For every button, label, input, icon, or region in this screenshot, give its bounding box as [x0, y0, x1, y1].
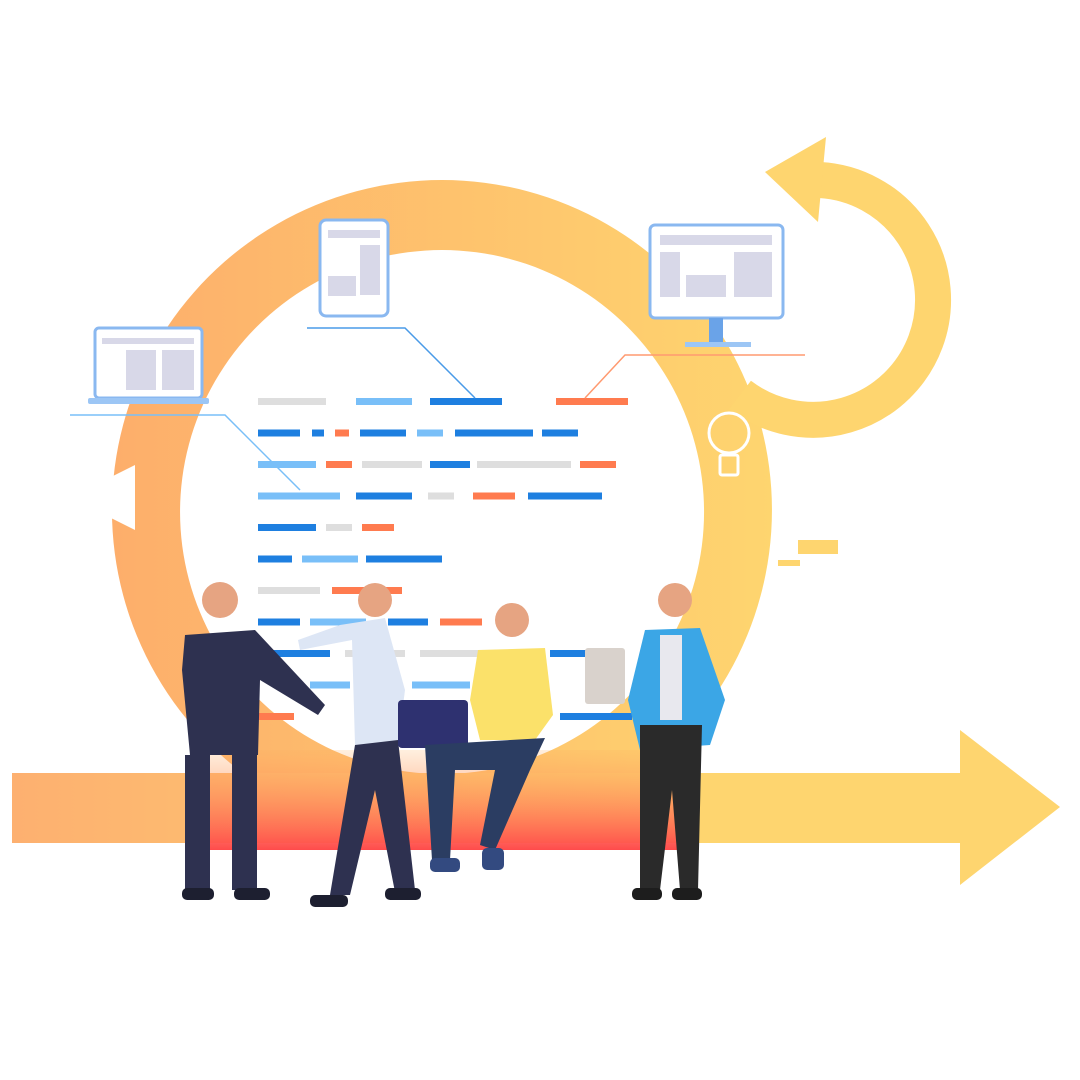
ring-arrowhead	[95, 465, 135, 530]
code-line-segment	[270, 650, 330, 657]
code-line-segment	[580, 461, 616, 468]
code-line-segment	[326, 461, 352, 468]
code-line-segment	[310, 618, 366, 626]
code-line-segment	[326, 524, 352, 531]
person-yellow-sweater	[398, 603, 553, 872]
monitor-icon	[648, 223, 785, 347]
code-line-segment	[258, 461, 316, 468]
code-line-segment	[362, 461, 422, 468]
code-line-segment	[258, 492, 340, 500]
code-line-segment	[388, 618, 428, 626]
laptop	[398, 700, 468, 748]
connector-lines	[70, 327, 805, 491]
code-line-segment	[430, 461, 470, 468]
code-line-segment	[258, 587, 320, 594]
person-navy-suit	[182, 582, 325, 900]
tablet-icon	[318, 218, 390, 318]
code-line-segment	[528, 492, 602, 500]
code-line-segment	[556, 398, 628, 405]
person-white-shirt	[298, 583, 421, 907]
person-blue-blazer	[585, 583, 725, 900]
code-line-segment	[440, 618, 482, 626]
code-line-segment	[258, 429, 300, 437]
code-line-segment	[362, 524, 394, 531]
code-lines	[258, 398, 632, 720]
code-line-segment	[360, 429, 406, 437]
lightbulb-icon	[707, 411, 751, 477]
code-line-segment	[455, 429, 533, 437]
code-line-segment	[430, 398, 502, 405]
code-line-segment	[560, 713, 632, 720]
code-line-segment	[366, 555, 442, 563]
loop-arrow-icon	[729, 137, 952, 438]
code-line-segment	[417, 429, 443, 437]
code-line-segment	[412, 681, 470, 689]
code-line-segment	[258, 398, 326, 405]
code-line-segment	[335, 429, 349, 437]
code-line-segment	[356, 398, 412, 405]
code-line-segment	[420, 650, 480, 657]
code-line-segment	[258, 618, 300, 626]
code-line-segment	[428, 492, 454, 500]
code-line-segment	[542, 429, 578, 437]
team-people	[182, 582, 725, 907]
code-line-segment	[310, 681, 350, 689]
code-line-segment	[312, 429, 324, 437]
code-line-segment	[258, 713, 294, 720]
code-line-segment	[473, 492, 515, 500]
code-line-segment	[258, 524, 316, 531]
code-line-segment	[477, 461, 571, 468]
code-line-segment	[302, 555, 358, 563]
clipboard	[585, 648, 625, 704]
decor-bars	[778, 540, 838, 566]
code-line-segment	[258, 555, 292, 563]
code-line-segment	[356, 492, 412, 500]
laptop-icon	[88, 326, 209, 404]
